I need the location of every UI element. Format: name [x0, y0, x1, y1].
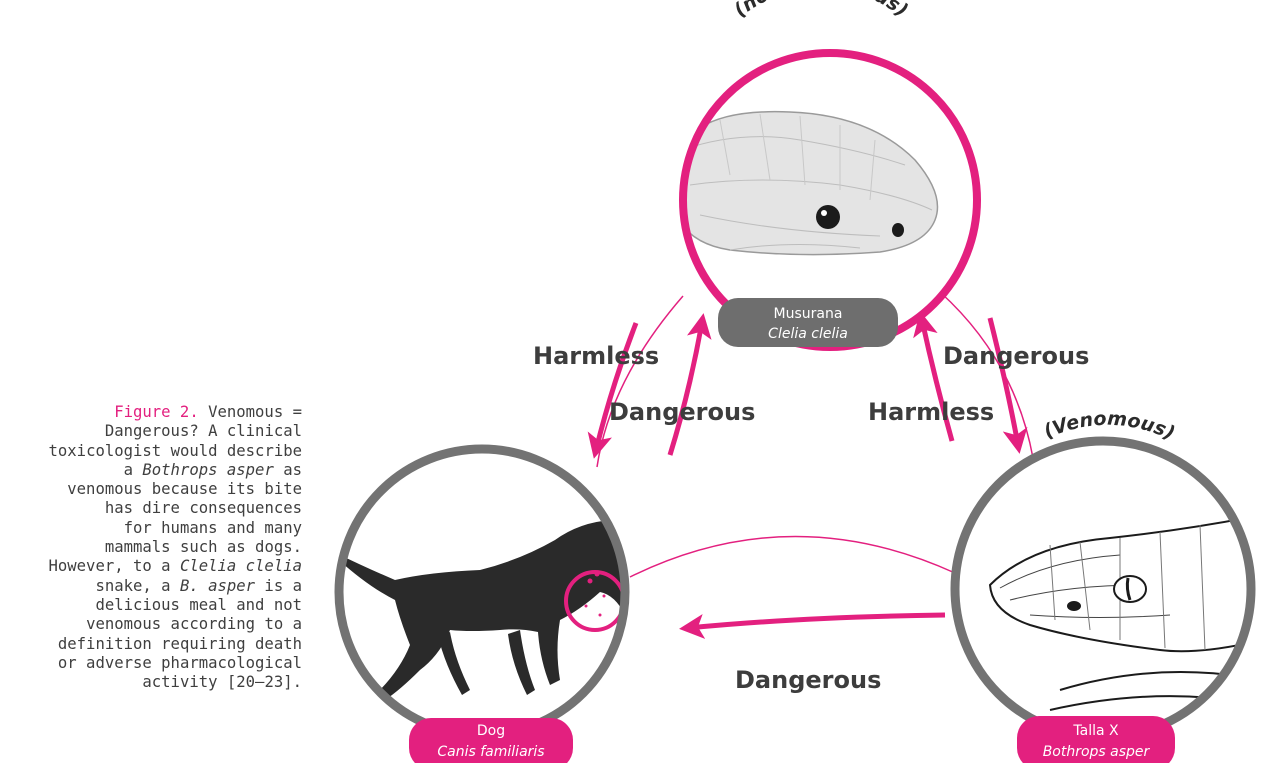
- arrow-talla-to-dog: [688, 615, 945, 628]
- edge-label-musurana-to-dog: Harmless: [533, 342, 659, 370]
- edge-label-talla-to-musurana: Harmless: [868, 398, 994, 426]
- musurana-common-name: Musurana: [774, 306, 843, 322]
- talla-scientific-name: Bothrops asper: [1043, 744, 1151, 760]
- connector-arc-bottom: [630, 536, 955, 577]
- connector-arc-left: [597, 296, 683, 467]
- dog-scientific-name: Canis familiaris: [437, 744, 544, 760]
- edge-label-musurana-to-talla: Dangerous: [943, 342, 1089, 370]
- talla-common-name: Talla X: [1072, 723, 1119, 739]
- edge-label-talla-to-dog: Dangerous: [735, 666, 881, 694]
- arrow-dog-to-musurana: [670, 322, 702, 455]
- musurana-node: Musurana Clelia clelia (non-venomous): [673, 0, 978, 348]
- musurana-scientific-name: Clelia clelia: [768, 326, 848, 342]
- connector-arc-right: [940, 292, 1033, 458]
- edge-label-dog-to-musurana: Dangerous: [609, 398, 755, 426]
- dog-node: Dog Canis familiaris: [330, 449, 676, 763]
- musurana-venom-tag: (non-venomous): [730, 0, 912, 21]
- talla-node: Talla X Bothrops asper (Venomous): [953, 408, 1262, 763]
- dog-common-name: Dog: [477, 723, 505, 739]
